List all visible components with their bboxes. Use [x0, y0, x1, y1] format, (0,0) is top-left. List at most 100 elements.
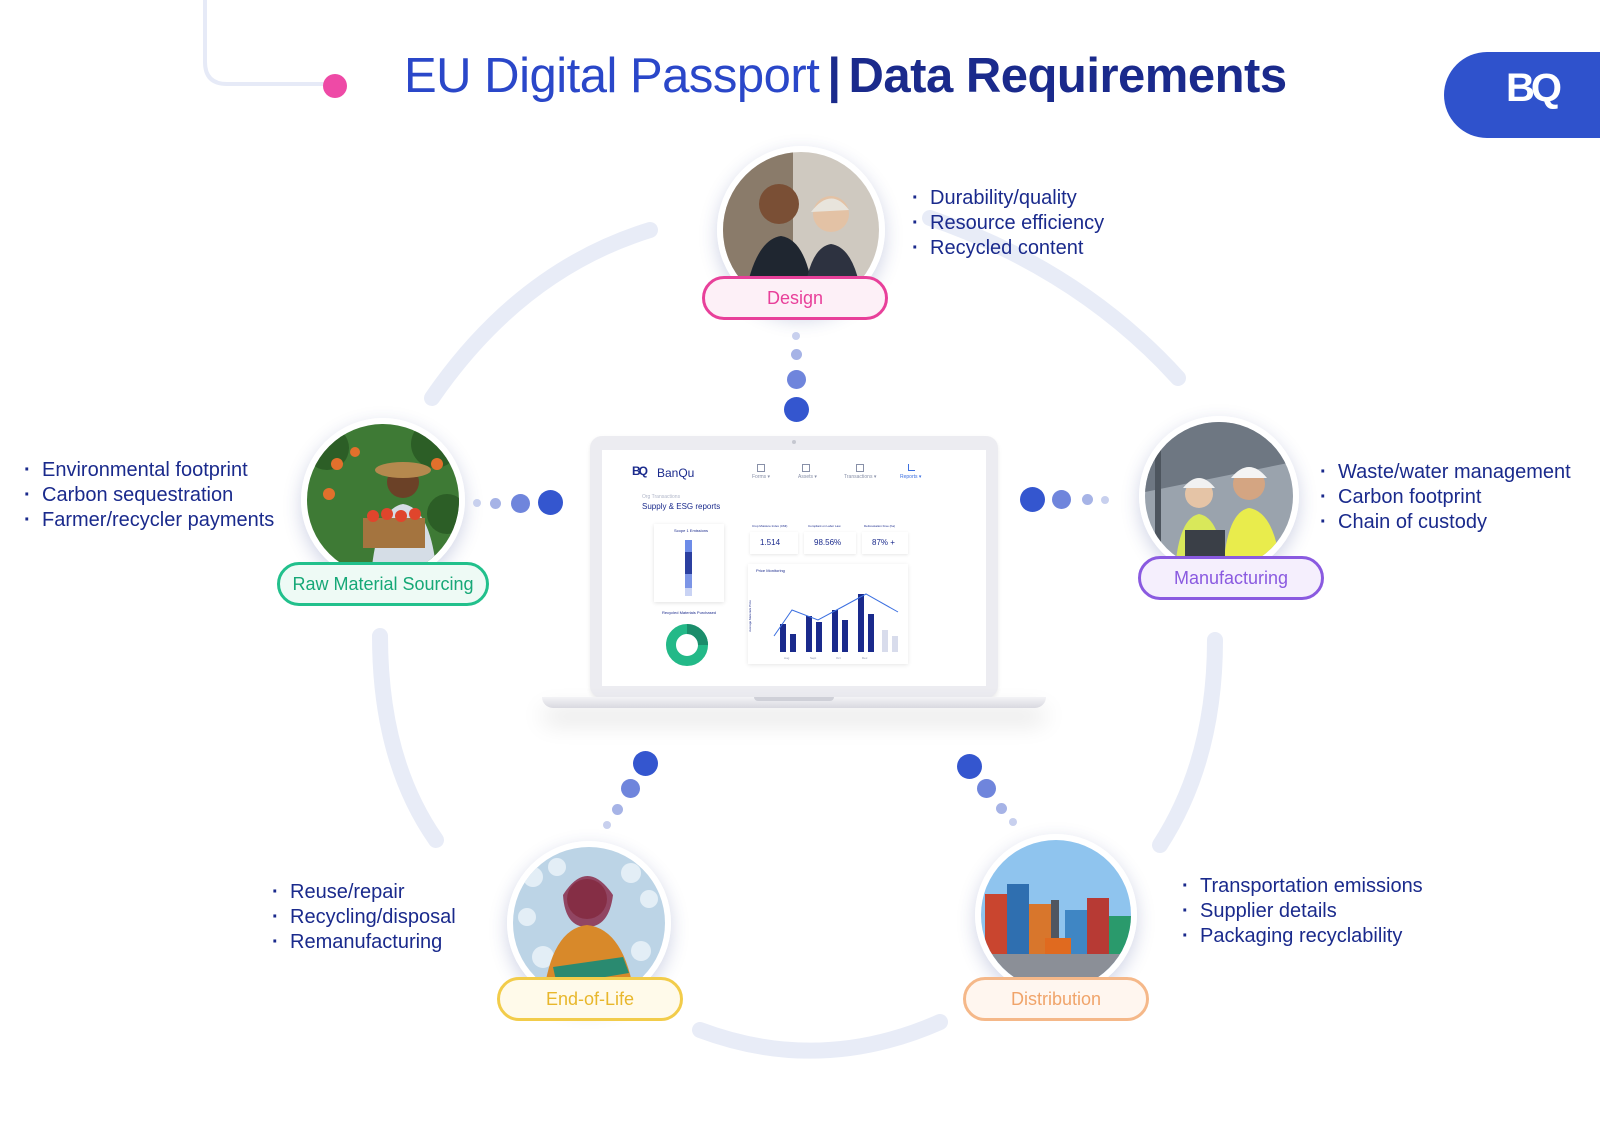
raw-material-item: Farmer/recycler payments	[24, 508, 274, 533]
nav-assets-icon	[802, 464, 810, 472]
price-xlabel: Oct	[836, 656, 841, 660]
nav-forms[interactable]: Forms ▾	[752, 474, 771, 480]
price-bar	[858, 594, 864, 652]
scope-bar-segment	[685, 552, 692, 574]
price-bar	[816, 622, 822, 652]
price-bar	[832, 610, 838, 652]
distribution-item: Transportation emissions	[1182, 874, 1423, 899]
header-bracket	[203, 0, 347, 98]
brand-logo: BQ	[1506, 66, 1562, 110]
laptop-screen: BQ BanQu Forms ▾ Assets ▾ Transactions ▾…	[590, 436, 998, 698]
nav-assets[interactable]: Assets ▾	[798, 474, 817, 480]
dashboard-logo-icon: BQ	[632, 464, 648, 478]
manufacturing-pill: Manufacturing	[1138, 556, 1324, 600]
price-card-title: Price Monitoring	[756, 568, 785, 573]
title-light: EU Digital Passport	[404, 49, 820, 103]
distribution-photo	[975, 834, 1137, 996]
price-bar	[892, 636, 898, 652]
connector-dot	[784, 397, 809, 422]
manufacturing-item: Carbon footprint	[1320, 485, 1571, 510]
design-pill: Design	[702, 276, 888, 320]
distribution-pill: Distribution	[963, 977, 1149, 1021]
price-xlabel: Dec	[862, 656, 868, 660]
brand-logo-tab: BQ	[1444, 52, 1600, 138]
connector-dot	[473, 499, 481, 507]
end-of-life-item: Recycling/disposal	[272, 905, 456, 930]
kpi-card: Crop Moisture Index (CMI) 1.514	[750, 524, 798, 554]
raw-material-photo	[301, 418, 465, 582]
distribution-item: Packaging recyclability	[1182, 924, 1423, 949]
dashboard: BQ BanQu Forms ▾ Assets ▾ Transactions ▾…	[602, 450, 986, 686]
end-of-life-item: Reuse/repair	[272, 880, 456, 905]
manufacturing-item: Waste/water management	[1320, 460, 1571, 485]
scope-bar-segment	[685, 540, 692, 552]
design-requirements: Durability/quality Resource efficiency R…	[912, 186, 1104, 261]
nav-reports[interactable]: Reports ▾	[900, 474, 922, 480]
connector-dot	[538, 490, 563, 515]
price-bar	[790, 634, 796, 652]
nav-transactions[interactable]: Transactions ▾	[844, 474, 877, 480]
raw-material-item: Carbon sequestration	[24, 483, 274, 508]
end-of-life-item: Remanufacturing	[272, 930, 456, 955]
kpi-card: Deforestation Free (ha) 87% +	[862, 524, 908, 554]
scope-bar-segment	[685, 588, 692, 596]
design-item: Recycled content	[912, 236, 1104, 261]
connector-dot	[957, 754, 982, 779]
raw-material-requirements: Environmental footprint Carbon sequestra…	[24, 458, 274, 533]
kpi-label: Compliant on Labor Law	[808, 524, 841, 528]
connector-dot	[792, 332, 800, 340]
price-xlabel: Sept	[810, 656, 817, 660]
connector-dot	[977, 779, 996, 798]
price-monitoring-card: Price Monitoring Average Materials Price…	[748, 564, 908, 664]
design-item: Resource efficiency	[912, 211, 1104, 236]
nav-transactions-icon	[856, 464, 864, 472]
ring-arc-top-left	[424, 222, 658, 406]
connector-dot	[621, 779, 640, 798]
price-bar	[868, 614, 874, 652]
ring-arc-bottom	[692, 1014, 948, 1059]
design-label: Design	[766, 287, 824, 308]
kpi-label: Crop Moisture Index (CMI)	[752, 524, 788, 528]
raw-material-label: Raw Material Sourcing	[292, 573, 474, 594]
kpi-value: 87% +	[872, 538, 895, 547]
laptop-notch	[754, 697, 834, 701]
price-trend-line	[773, 593, 899, 637]
distribution-item: Supplier details	[1182, 899, 1423, 924]
ring-arc-left	[372, 628, 444, 848]
distribution-label: Distribution	[1010, 988, 1102, 1009]
breadcrumb: Org Transactions	[642, 494, 681, 500]
end-of-life-label: End-of-Life	[545, 988, 635, 1009]
nav-forms-icon	[757, 464, 765, 472]
page-title: EU Digital Passport|Data Requirements	[404, 48, 1287, 104]
recycled-donut	[666, 624, 708, 666]
price-bar	[842, 620, 848, 652]
price-bar	[882, 630, 888, 652]
manufacturing-photo	[1139, 416, 1299, 576]
scope-bar-segment	[685, 574, 692, 588]
price-xlabel: Aug	[784, 656, 790, 660]
title-bold: Data Requirements	[848, 49, 1288, 103]
kpi-value: 98.56%	[814, 538, 842, 547]
ring-arc-right	[1152, 632, 1223, 853]
dashboard-page-title: Supply & ESG reports	[642, 502, 721, 511]
connector-dot	[1020, 487, 1045, 512]
connector-dot	[1009, 818, 1017, 826]
laptop-base	[542, 697, 1046, 708]
price-bar	[806, 616, 812, 652]
laptop-camera	[792, 440, 796, 444]
connector-dot	[1101, 496, 1109, 504]
scope-card-title: Scope 1 Emissions	[674, 528, 709, 533]
manufacturing-requirements: Waste/water management Carbon footprint …	[1320, 460, 1571, 535]
connector-dot	[996, 803, 1007, 814]
kpi-card: Compliant on Labor Law 98.56%	[804, 524, 856, 554]
manufacturing-item: Chain of custody	[1320, 510, 1571, 535]
raw-material-item: Environmental footprint	[24, 458, 274, 483]
end-of-life-requirements: Reuse/repair Recycling/disposal Remanufa…	[272, 880, 456, 955]
manufacturing-label: Manufacturing	[1173, 567, 1289, 588]
price-bar	[780, 624, 786, 652]
connector-dot	[511, 494, 530, 513]
recycled-card-title: Recycled Materials Purchased	[662, 610, 717, 615]
connector-dot	[787, 370, 806, 389]
connector-dot	[1052, 490, 1071, 509]
raw-material-pill: Raw Material Sourcing	[277, 562, 489, 606]
